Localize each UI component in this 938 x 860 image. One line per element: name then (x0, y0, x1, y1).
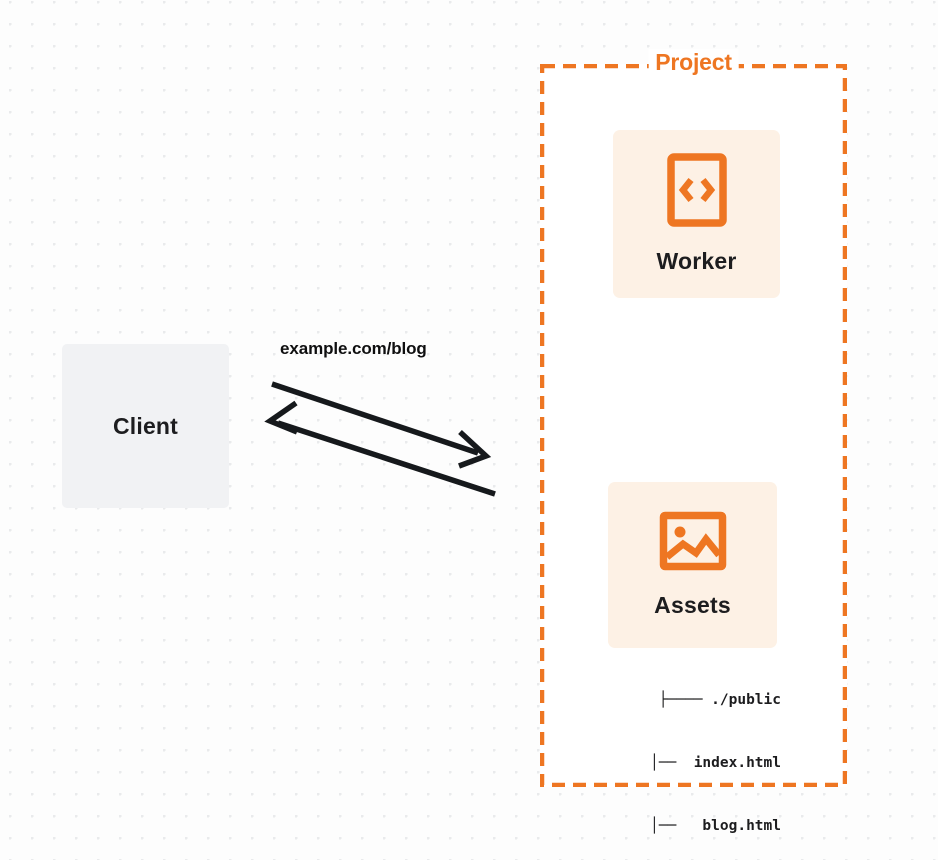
asset-file-tree: ├──── ./public │── index.html │── blog.h… (585, 648, 781, 860)
connection-label: example.com/blog (280, 339, 427, 358)
assets-card[interactable]: Assets (608, 482, 777, 648)
image-icon (659, 511, 727, 576)
worker-card[interactable]: Worker (613, 130, 780, 298)
request-arrow (271, 381, 492, 469)
file-tree-row: │── index.html (650, 755, 781, 771)
file-tree-row: │── blog.html (650, 818, 781, 834)
file-tree-row: ├──── ./public (658, 692, 781, 708)
code-brackets-icon (666, 153, 727, 232)
response-arrow (264, 400, 496, 497)
project-container: Project Worker Assets (540, 49, 847, 834)
assets-card-label: Assets (654, 592, 731, 618)
project-title: Project (648, 49, 739, 76)
client-node[interactable]: Client (62, 344, 229, 508)
worker-card-label: Worker (656, 248, 737, 274)
client-node-label: Client (112, 412, 179, 439)
